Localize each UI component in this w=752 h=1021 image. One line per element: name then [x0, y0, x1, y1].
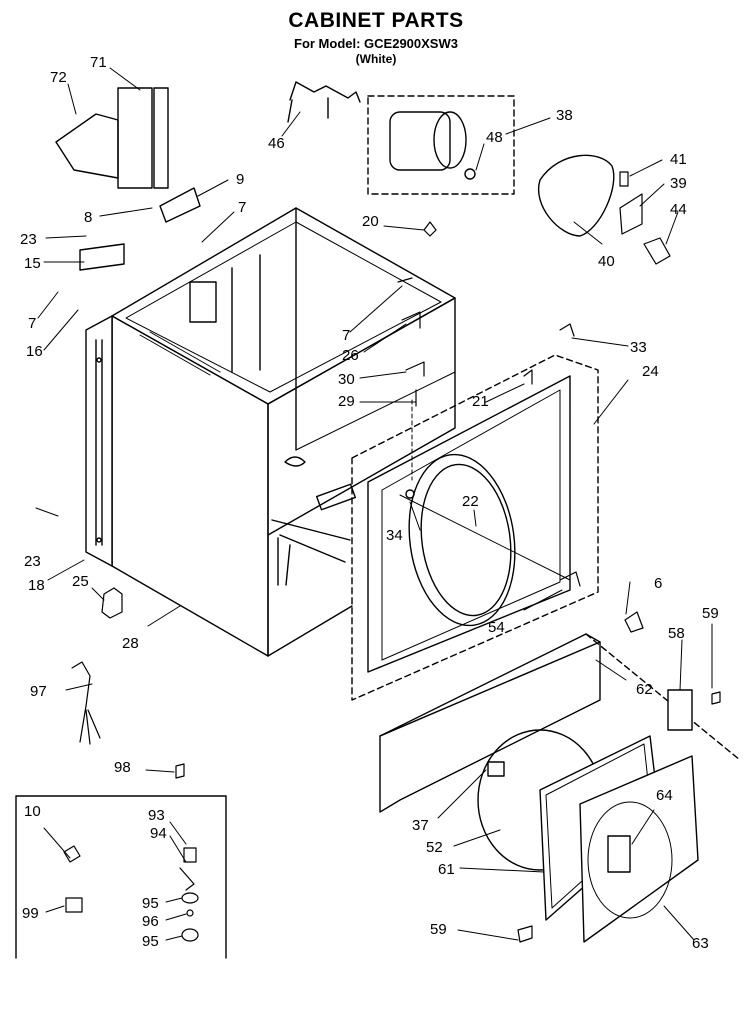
callout: 59: [430, 921, 447, 938]
callout: 15: [24, 255, 41, 272]
cabinet: [111, 207, 456, 657]
callout: 52: [426, 839, 443, 856]
callout: 72: [50, 69, 67, 86]
callout: 34: [386, 527, 403, 544]
hinge-58: [667, 689, 693, 731]
callout: 39: [670, 175, 687, 192]
callout: 22: [462, 493, 479, 510]
callout: 94: [150, 825, 167, 842]
callout: 71: [90, 54, 107, 71]
motor-bracket: [287, 81, 361, 123]
diagram-title: CABINET PARTS: [288, 9, 464, 32]
callout: 46: [268, 135, 285, 152]
callout: 20: [362, 213, 379, 230]
callout: 28: [122, 635, 139, 652]
side-panel: [85, 315, 113, 567]
belt: [537, 154, 615, 237]
callout-labels: 71 72 9 8 7 23 15 7 16 46 38 48 41 39 44…: [20, 54, 719, 952]
callout: 48: [486, 129, 503, 146]
callout: 99: [22, 905, 39, 922]
door-assembly: [477, 729, 699, 943]
callout: 18: [28, 577, 45, 594]
callout: 9: [236, 171, 244, 188]
callout: 95: [142, 895, 159, 912]
callout: 59: [702, 605, 719, 622]
callout: 37: [412, 817, 429, 834]
small-parts: [63, 171, 721, 943]
callout: 29: [338, 393, 355, 410]
callout: 26: [342, 347, 359, 364]
callout: 38: [556, 107, 573, 124]
callout: 16: [26, 343, 43, 360]
callout: 63: [692, 935, 709, 952]
callout: 6: [654, 575, 662, 592]
switch-assembly: [55, 87, 201, 223]
callout: 23: [20, 231, 37, 248]
motor: [367, 95, 515, 195]
callout: 30: [338, 371, 355, 388]
toe-panel: [379, 633, 741, 813]
callout: 7: [342, 327, 350, 344]
callout: 58: [668, 625, 685, 642]
callout: 7: [238, 199, 246, 216]
callout: 54: [488, 619, 505, 636]
leader-lines: [35, 67, 713, 941]
callout: 24: [642, 363, 659, 380]
callout: 21: [472, 393, 489, 410]
callout: 23: [24, 553, 41, 570]
color-line: (White): [355, 52, 397, 66]
callout: 10: [24, 803, 41, 820]
callout: 8: [84, 209, 92, 226]
callout: 61: [438, 861, 455, 878]
callout: 96: [142, 913, 159, 930]
callout: 62: [636, 681, 653, 698]
callout: 41: [670, 151, 687, 168]
service-kit-box: [15, 795, 227, 959]
callout: 44: [670, 201, 687, 218]
callout: 7: [28, 315, 36, 332]
callout: 98: [114, 759, 131, 776]
callout: 97: [30, 683, 47, 700]
callout: 95: [142, 933, 159, 950]
model-line: For Model: GCE2900XSW3: [294, 36, 458, 51]
callout: 40: [598, 253, 615, 270]
callout: 93: [148, 807, 165, 824]
callout: 64: [656, 787, 673, 804]
bracket-15: [79, 243, 125, 271]
callout: 33: [630, 339, 647, 356]
callout: 25: [72, 573, 89, 590]
front-panel: [351, 354, 599, 701]
